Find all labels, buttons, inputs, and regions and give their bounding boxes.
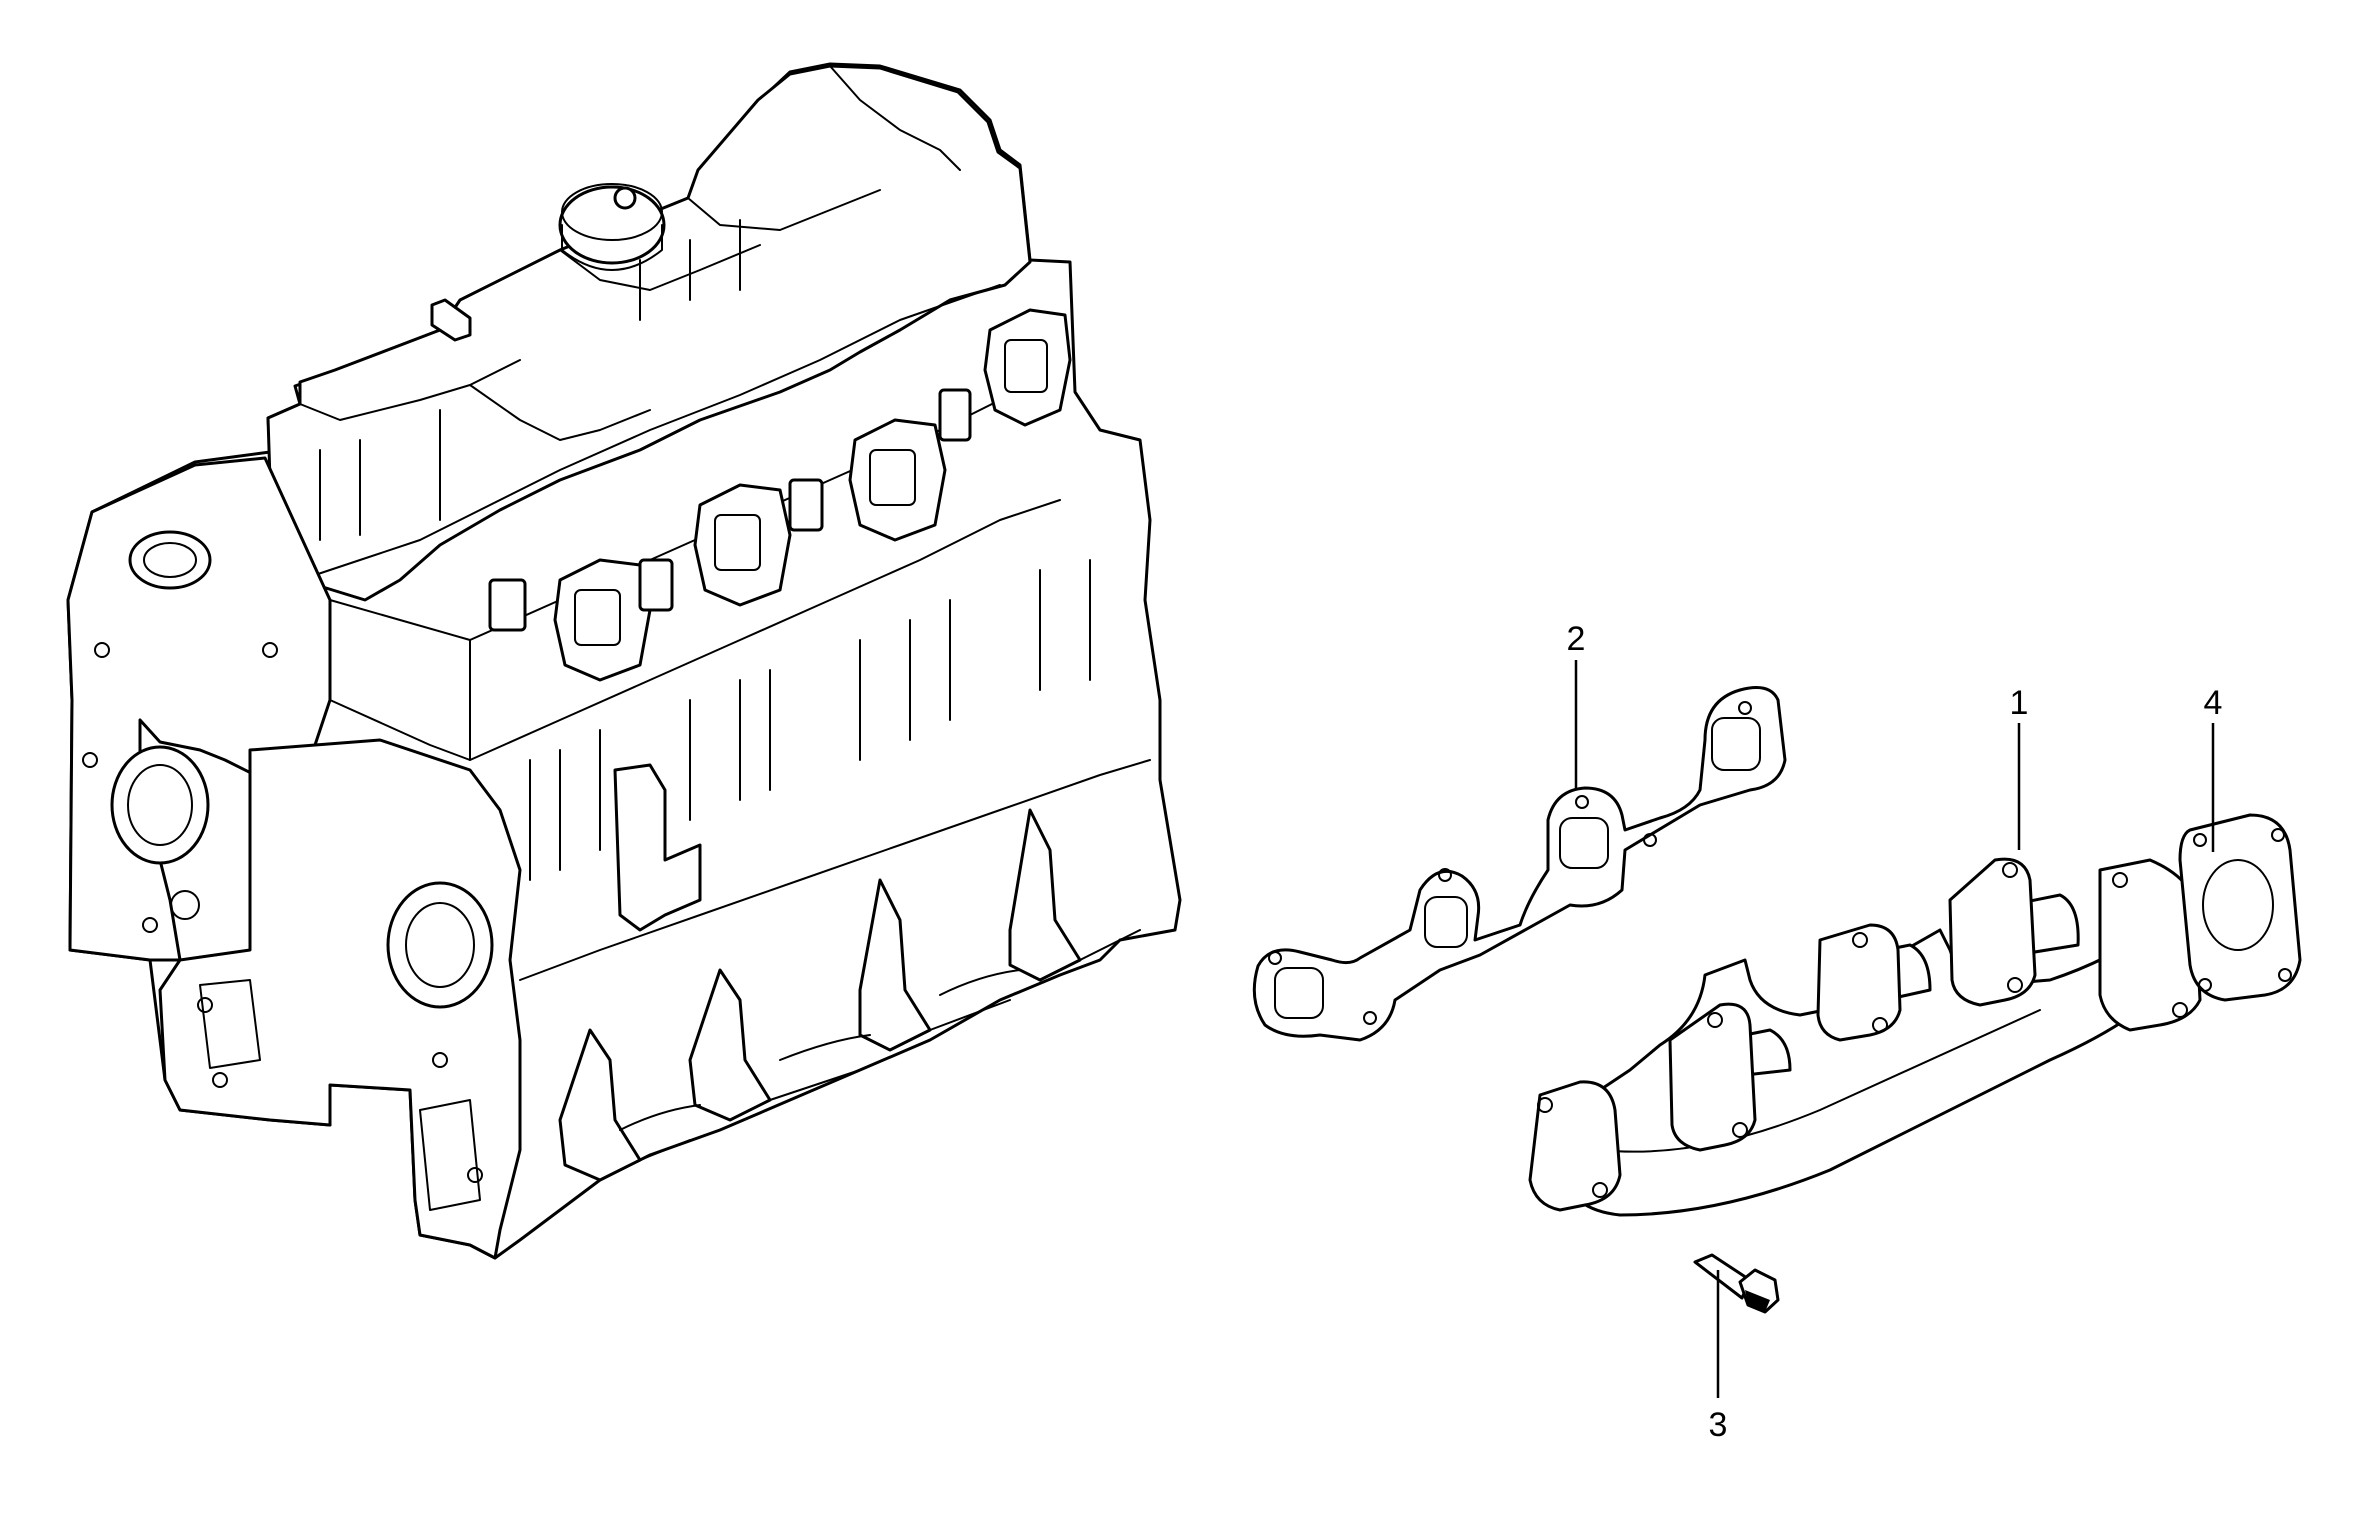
exhaust-manifold (1528, 857, 2202, 1217)
front-bore-lower (110, 745, 210, 865)
manifold-flange-2 (1668, 1002, 1757, 1152)
flange-gasket-port (2202, 859, 2274, 951)
leader-lines (1574, 660, 2215, 1398)
gasket-port-2 (1424, 896, 1468, 948)
engine-block-assembly (66, 62, 1182, 1260)
manifold-outlet-flange (2098, 858, 2202, 1032)
callout-2: 2 (1566, 620, 1586, 658)
valve-cover (266, 64, 1032, 602)
manifold-flange-1 (1528, 1080, 1622, 1212)
oil-filler-cap (558, 185, 666, 265)
callout-4: 4 (2203, 684, 2223, 722)
flange-gasket (2178, 813, 2302, 1002)
breather-pipe (430, 298, 472, 342)
bolt (1693, 1253, 1780, 1314)
crankcase-ribs (519, 559, 1151, 981)
gasket-port-4 (1711, 717, 1761, 771)
rear-bore (386, 881, 494, 1009)
dipstick-tube (613, 763, 702, 932)
manifold-flange-3 (1816, 923, 1902, 1042)
exhaust-ports (488, 308, 1072, 682)
rear-plate (158, 738, 522, 1260)
cylinder-head (329, 599, 471, 761)
flange-gasket-outline (2178, 813, 2302, 1002)
manifold-flange-4 (1948, 857, 2037, 1007)
callout-3: 3 (1708, 1406, 1728, 1444)
gasket-port-1 (1274, 967, 1324, 1019)
callout-1: 1 (2009, 684, 2029, 722)
gasket-port-3 (1559, 817, 1609, 869)
front-bore-top (128, 530, 212, 590)
manifold-gasket (1252, 686, 1787, 1042)
main-bearing-webs (558, 808, 1141, 1182)
